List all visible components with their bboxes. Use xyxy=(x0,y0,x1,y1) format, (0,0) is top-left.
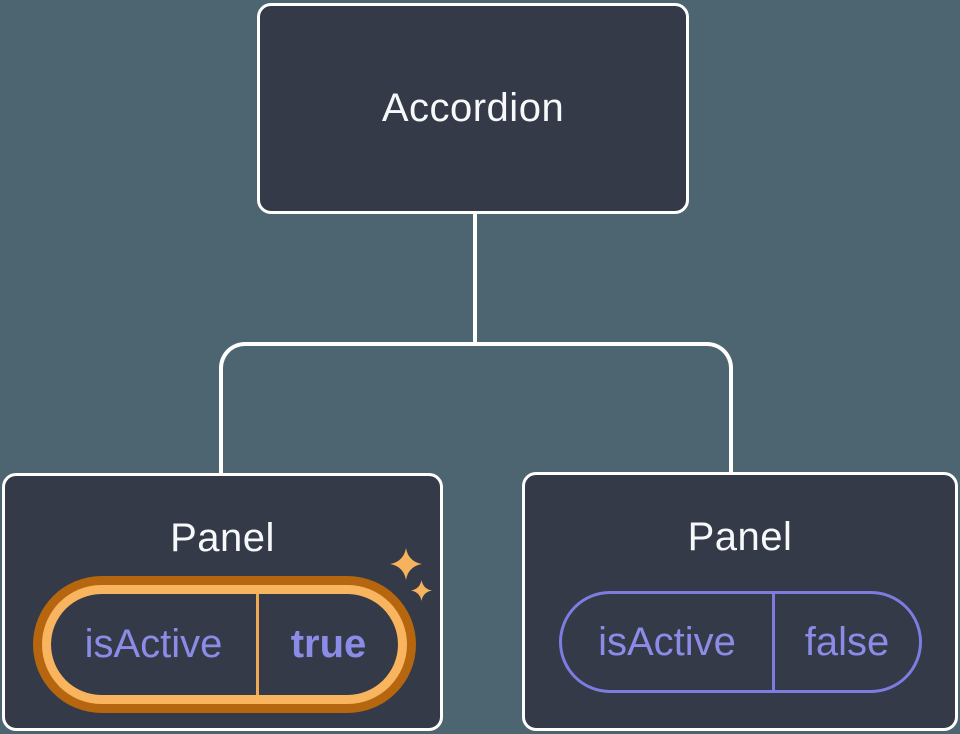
prop-value: false xyxy=(804,619,890,664)
pill-divider xyxy=(256,594,259,695)
prop-name: isActive xyxy=(598,619,736,664)
connector-branch xyxy=(219,342,733,473)
accordion-label: Accordion xyxy=(381,86,565,130)
sparkle-icon xyxy=(411,580,432,601)
state-pill-active: isActive true xyxy=(51,594,398,695)
state-pill-inactive: isActive false xyxy=(559,591,922,693)
accordion-node: Accordion xyxy=(257,3,689,214)
connector-root-to-branch xyxy=(473,212,477,344)
prop-value: true xyxy=(290,622,367,666)
prop-name: isActive xyxy=(84,622,223,666)
pill-divider xyxy=(772,594,775,690)
panel-node-active: Panel isActive true xyxy=(2,473,443,731)
panel-node-inactive: Panel isActive false xyxy=(522,472,958,731)
sparkle-icon xyxy=(390,548,422,580)
panel-label: Panel xyxy=(687,515,793,559)
panel-label: Panel xyxy=(170,516,275,560)
